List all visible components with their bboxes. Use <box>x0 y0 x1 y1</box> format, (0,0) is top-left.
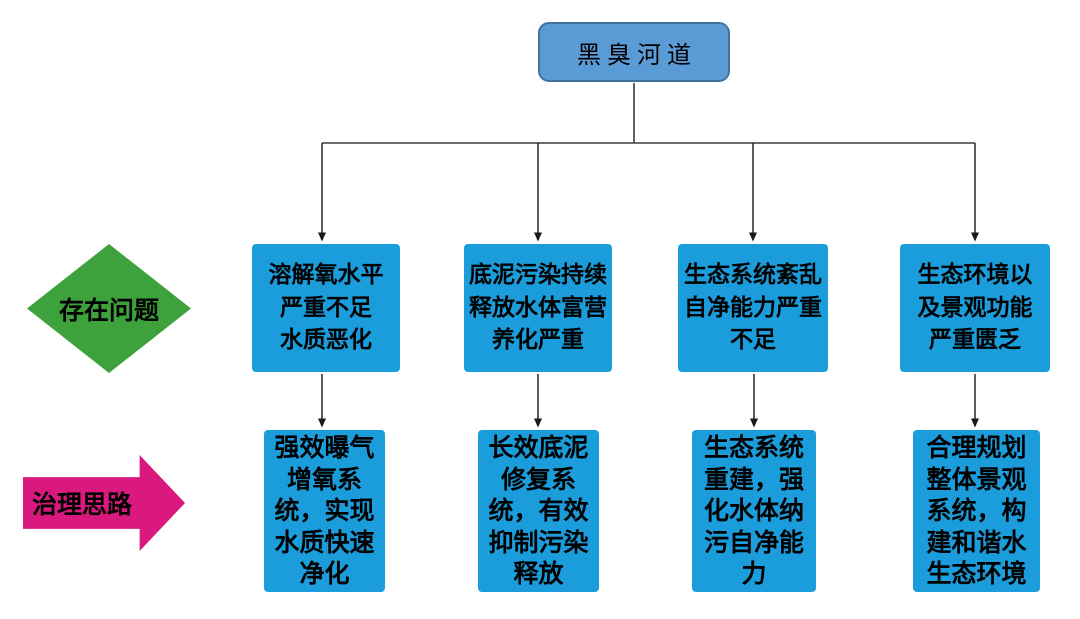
problem-node-3: 生态系统紊乱 自净能力严重 不足 <box>678 244 828 372</box>
root-node: 黑臭河道 <box>538 22 730 82</box>
solutions-label: 治理思路 <box>31 490 132 519</box>
problem-node-1: 溶解氧水平 严重不足 水质恶化 <box>252 244 400 372</box>
solution-node-1: 强效曝气 增氧系 统，实现 水质快速 净化 <box>264 430 385 592</box>
problems-label: 存在问题 <box>58 295 159 325</box>
problems-label-diamond: 存在问题 <box>27 244 191 373</box>
solution-node-4: 合理规划 整体景观 系统，构 建和谐水 生态环境 <box>913 430 1040 592</box>
solution-node-2: 长效底泥 修复系 统，有效 抑制污染 释放 <box>478 430 599 592</box>
problem-node-4: 生态环境以 及景观功能 严重匮乏 <box>900 244 1050 372</box>
solutions-label-arrow: 治理思路 <box>23 455 185 551</box>
solution-node-3: 生态系统 重建，强 化水体纳 污自净能 力 <box>692 430 816 592</box>
problem-node-2: 底泥污染持续 释放水体富营 养化严重 <box>464 244 612 372</box>
